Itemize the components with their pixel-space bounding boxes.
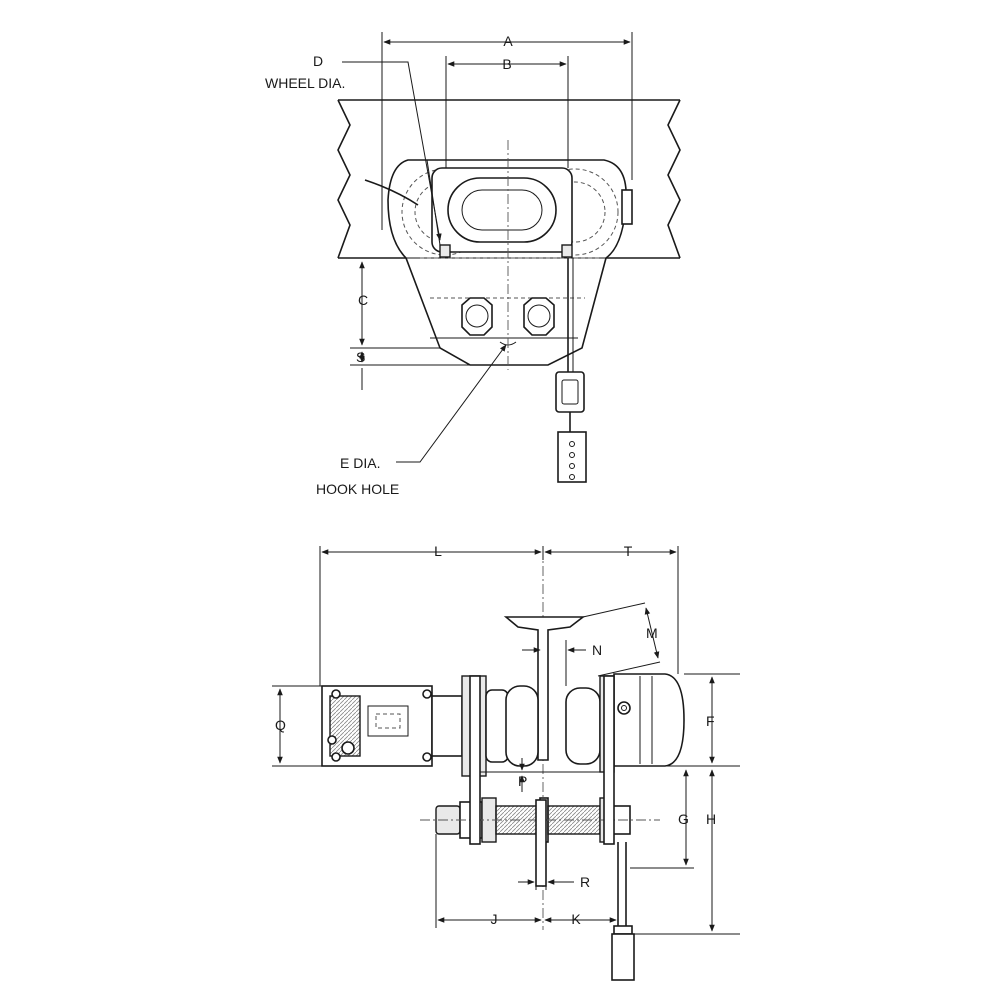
svg-text:G: G [678,811,689,827]
beam-cross-section [503,616,586,761]
svg-text:N: N [592,642,602,658]
hook-hole-callout: E DIA. HOOK HOLE [316,344,507,497]
dimension-q: Q [272,685,322,767]
dimension-f: F [614,673,740,767]
top-view: A B D WHEEL DIA. C S [265,32,681,497]
side-cap [621,189,633,225]
svg-text:P: P [518,773,527,789]
svg-text:J: J [491,911,498,927]
dimension-t: T [544,543,679,674]
wheel-diameter-callout: D WHEEL DIA. [265,53,442,241]
svg-text:A: A [503,33,513,49]
gear-housing-left [321,675,539,777]
svg-text:S: S [356,349,365,365]
svg-text:T: T [624,543,633,559]
hand-chain [555,258,587,483]
svg-text:B: B [502,56,511,72]
svg-text:E DIA.: E DIA. [340,455,380,471]
dimension-r: R [518,842,590,890]
svg-text:C: C [358,292,368,308]
svg-text:D: D [313,53,323,69]
dimension-g: G [630,769,694,869]
dimension-p: P [518,758,527,792]
dimension-b: B [445,56,569,168]
svg-text:HOOK HOLE: HOOK HOLE [316,481,399,497]
cross-bolts [430,297,585,346]
svg-text:M: M [646,625,658,641]
svg-text:R: R [580,874,590,890]
dimension-k: K [544,911,617,927]
center-slot [431,167,573,253]
side-view: L T M N Q [272,543,740,981]
svg-text:Q: Q [275,717,286,733]
dimension-j: J [435,834,542,928]
hook-arc [364,179,419,206]
wheel-housing-right [565,673,685,773]
svg-text:H: H [706,811,716,827]
side-hand-chain [611,842,635,981]
dimension-c: C [350,257,440,349]
svg-text:F: F [706,713,715,729]
dimension-a: A [381,32,633,230]
svg-text:L: L [434,543,442,559]
dimension-h: H [634,769,740,935]
svg-text:K: K [571,911,581,927]
dimension-l: L [319,543,544,686]
dimension-s: S [350,349,470,390]
dimension-n: N [522,640,602,686]
dimension-m: M [582,602,661,677]
svg-text:WHEEL DIA.: WHEEL DIA. [265,75,345,91]
